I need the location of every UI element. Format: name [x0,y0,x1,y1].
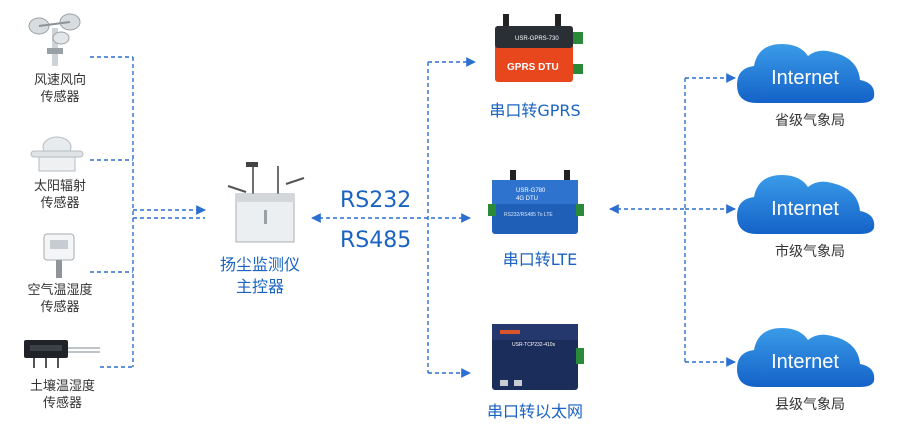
protocol-rs232: RS232 [340,188,412,213]
sensor-label-soil: 土壤温湿度传感器 [29,379,95,411]
gprs-model-text: USR-GPRS-730 [515,36,559,42]
sensor-label-solar: 太阳辐射传感器 [33,179,86,211]
cloud-label-provincial: 省级气象局 [775,113,845,129]
air-humidity-sensor-icon [43,233,75,278]
device-label-gprs: 串口转GPRS [489,101,581,120]
device-label-lte: 串口转LTE [502,250,578,269]
lte-badge-text: 4G DTU [516,196,538,202]
eth-model-text: USR-TCP232-410s [512,342,556,348]
lte-model-text: USR-G780 [516,188,546,194]
lte-dtu-device-icon: USR-G780 4G DTU RS232/RS485 To LTE [488,170,584,234]
cloud-label-county: 县级气象局 [775,397,845,413]
solar-radiation-sensor-icon [30,136,84,172]
dust-monitor-controller-icon [227,162,305,243]
ethernet-converter-device-icon: USR-TCP232-410s [492,324,584,390]
cloud-label-city: 市级气象局 [775,244,845,260]
lte-subtext: RS232/RS485 To LTE [504,212,553,218]
gprs-dtu-device-icon: USR-GPRS-730 GPRS DTU [495,14,583,82]
device-label-ethernet: 串口转以太网 [486,402,583,421]
gprs-badge-text: GPRS DTU [507,62,559,73]
controller-label: 扬尘监测仪主控器 [219,255,300,296]
protocol-rs485: RS485 [340,228,412,253]
sensor-label-wind: 风速风向传感器 [33,73,86,105]
anemometer-icon [28,13,81,66]
sensor-label-air: 空气温湿度传感器 [27,283,93,315]
soil-sensor-icon [24,340,100,368]
